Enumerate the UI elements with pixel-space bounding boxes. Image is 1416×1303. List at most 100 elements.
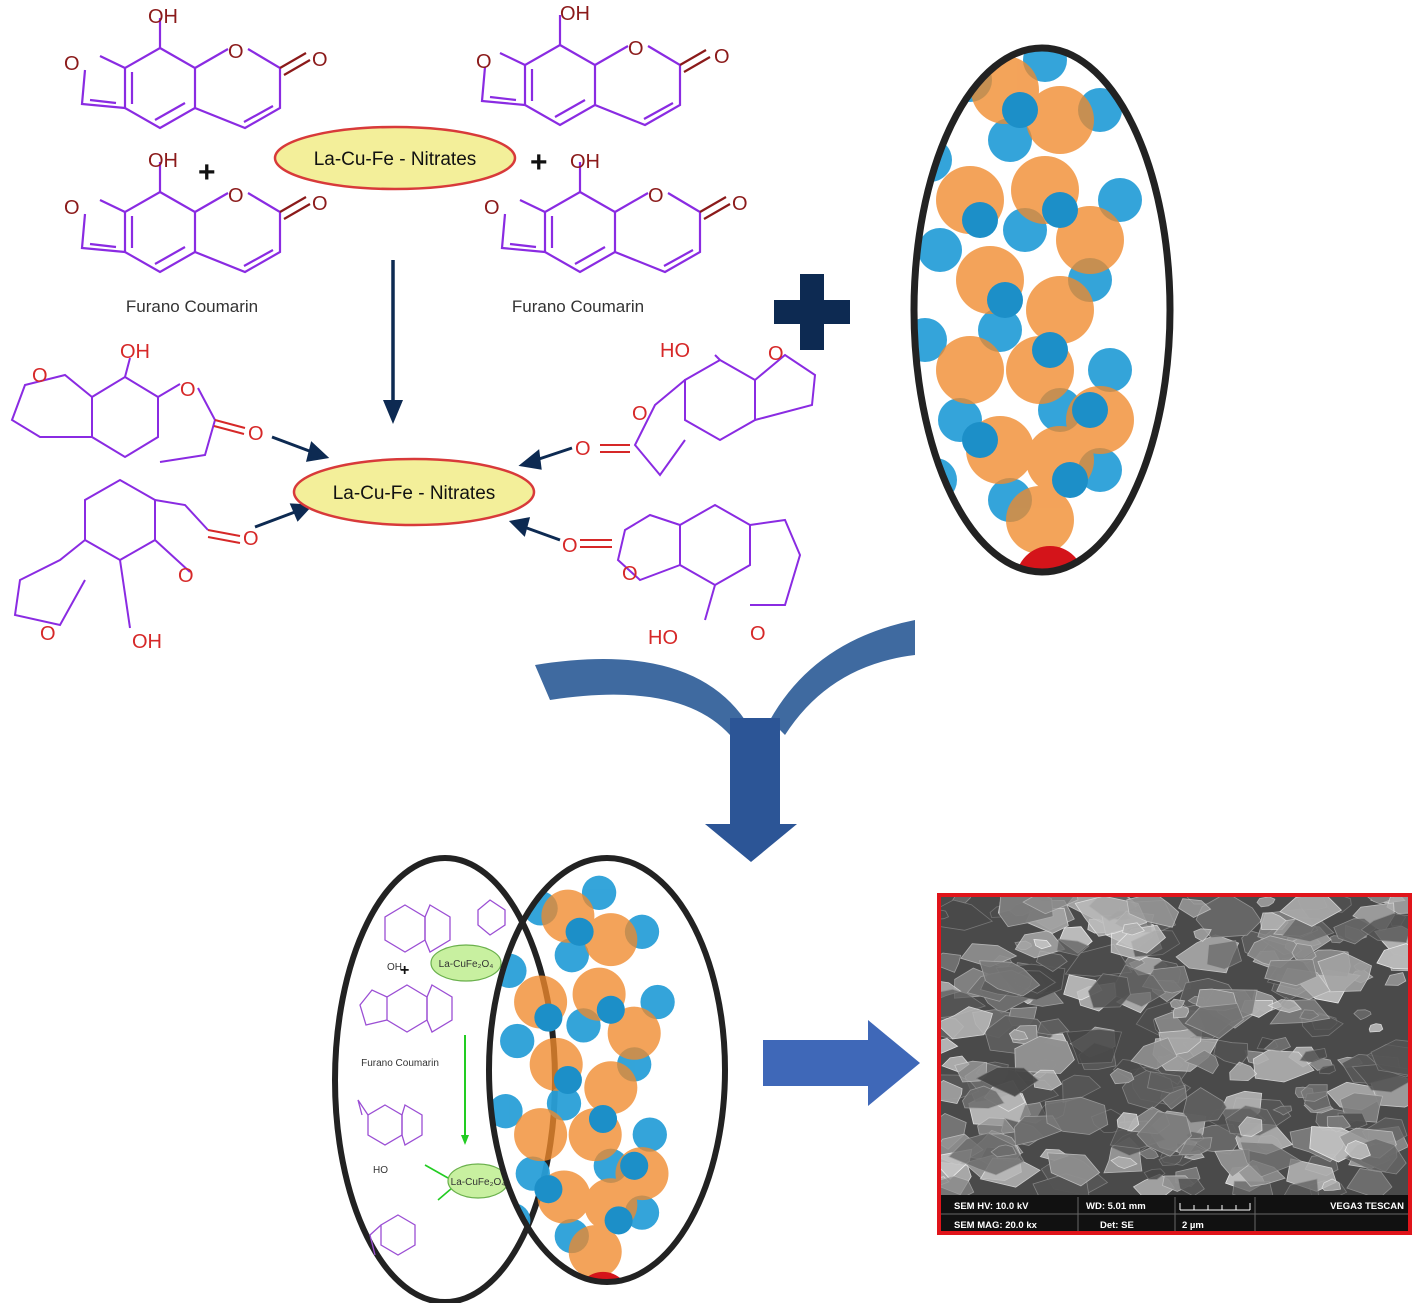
sem-grain (1110, 1156, 1138, 1170)
sem-brand-label: VEGA3 TESCAN (1330, 1201, 1404, 1212)
ring-oxygen-label: O (628, 38, 644, 60)
furan-oxygen-label: O (64, 197, 80, 219)
sem-grain (1172, 1006, 1189, 1019)
oh-label: OH (148, 6, 178, 28)
sem-grain (1116, 1112, 1140, 1132)
compound-label-right: Furano Coumarin (512, 297, 644, 316)
furan-oxygen-label: O (64, 53, 80, 75)
sem-micrograph: SEM HV: 10.0 kV WD: 5.01 mm SEM MAG: 20.… (937, 893, 1412, 1235)
ring-oxygen-label: O (622, 563, 638, 585)
sem-grain (975, 1066, 1039, 1097)
sem-wd-label: WD: 5.01 mm (1086, 1201, 1146, 1212)
sem-grain (1184, 1003, 1244, 1039)
sem-grain (1256, 896, 1276, 908)
sem-grain (1087, 973, 1131, 1009)
mini-ho-label: HO (373, 1165, 388, 1176)
nitrate-ellipse-complex: La-Cu-Fe - Nitrates (292, 457, 536, 527)
reactant-furocoumarin-1: OH O O O (64, 6, 328, 130)
oh-label: OH (148, 150, 178, 172)
mini-plus-sign: + (400, 962, 409, 979)
result-arrow (763, 1020, 920, 1106)
sem-grain (1360, 912, 1410, 944)
sem-grain (1364, 895, 1394, 905)
sem-scale-label: 2 µm (1182, 1220, 1204, 1231)
sem-grain (1239, 1141, 1303, 1178)
carbonyl-oxygen-label: O (243, 528, 259, 550)
furan-oxygen-label: O (750, 623, 766, 645)
sem-grain (939, 1037, 959, 1055)
sem-grain (1184, 1049, 1219, 1075)
sem-grain (1062, 1074, 1102, 1103)
nitrate-label: La-Cu-Fe - Nitrates (314, 149, 477, 170)
sem-grain (1272, 1105, 1293, 1116)
sem-grain (1344, 1140, 1371, 1160)
sem-grain (948, 1132, 1025, 1176)
sem-grain (1300, 1084, 1328, 1102)
ho-label: HO (660, 340, 690, 362)
sem-grain (1299, 1047, 1328, 1063)
oh-label: OH (120, 341, 150, 363)
sem-grain (939, 988, 987, 1019)
ring-oxygen-label: O (178, 565, 194, 587)
composite-ellipse-right (486, 855, 728, 1285)
sem-grain (1252, 1049, 1315, 1083)
ho-label: HO (648, 627, 678, 649)
plus-sign-left: + (198, 156, 216, 189)
sem-grain (939, 952, 962, 973)
sem-grain (939, 1006, 993, 1040)
sem-grain (977, 1117, 1017, 1135)
carbonyl-oxygen-label: O (562, 535, 578, 557)
sem-grain (1008, 1029, 1029, 1041)
sem-hv-label: SEM HV: 10.0 kV (954, 1201, 1029, 1212)
complex-atom-labels: OH O O O OH O O O HO O O O HO O O O (32, 340, 784, 653)
sem-grain (939, 909, 950, 920)
mini-oh-label: OH (387, 962, 402, 973)
sem-grain (962, 1085, 1005, 1109)
sem-grain (1109, 1067, 1135, 1085)
sem-grain (1177, 1177, 1205, 1195)
reactant-furocoumarin-2: OH O O O (476, 3, 730, 127)
sem-grain (1130, 1037, 1178, 1070)
sem-grain (1044, 1096, 1109, 1135)
carbonyl-oxygen-label: O (312, 193, 328, 215)
nitrate-label: La-Cu-Fe - Nitrates (333, 483, 496, 504)
furan-oxygen-label: O (476, 51, 492, 73)
sem-grain (1346, 1168, 1393, 1195)
sem-grain (1193, 928, 1212, 942)
composite-ellipse-left: La-CuFe₂O₄ OH + Furano Coumarin HO La-Cu… (332, 855, 558, 1303)
carbonyl-oxygen-label: O (714, 46, 730, 68)
sem-grain (1309, 1126, 1376, 1163)
sem-grain (1014, 1035, 1075, 1074)
sem-grain (1056, 938, 1090, 956)
coordination-arrows (254, 435, 573, 542)
combine-plus-sign (774, 274, 850, 350)
carbonyl-oxygen-label: O (248, 423, 264, 445)
sem-grain (1122, 922, 1146, 936)
sem-grain (1384, 972, 1407, 986)
mini-compound-label: Furano Coumarin (361, 1058, 439, 1069)
sem-texture (939, 895, 1410, 1195)
furan-oxygen-label: O (32, 365, 48, 387)
sem-grain (1267, 999, 1302, 1013)
furan-oxygen-label: O (768, 343, 784, 365)
sem-grain (1376, 943, 1410, 970)
carbonyl-oxygen-label: O (575, 438, 591, 460)
compound-label-left: Furano Coumarin (126, 297, 258, 316)
sem-grain (1066, 1028, 1123, 1065)
sem-grain (1033, 939, 1052, 950)
ring-oxygen-label: O (228, 41, 244, 63)
sem-grain (1047, 1152, 1101, 1187)
sem-grain (1264, 959, 1318, 987)
sem-grain (1319, 1064, 1336, 1075)
ring-oxygen-label: O (180, 379, 196, 401)
oh-label: OH (132, 631, 162, 653)
sem-grain (1036, 1018, 1070, 1036)
sem-det-label: Det: SE (1100, 1220, 1134, 1231)
sem-grain (1317, 952, 1372, 993)
sem-grain (1182, 1087, 1227, 1124)
sem-grain (1321, 1178, 1342, 1191)
sem-grain (1281, 916, 1335, 943)
sem-grain (1022, 895, 1079, 915)
sem-grain (990, 1144, 1017, 1158)
sem-grain (1229, 1061, 1258, 1082)
